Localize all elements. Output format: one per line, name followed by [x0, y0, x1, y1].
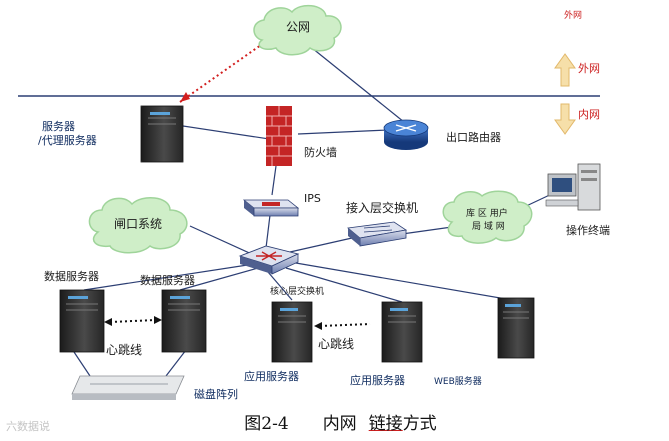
data-server-2-label: 数据服务器: [140, 274, 195, 287]
caption-text-a: 内网: [322, 414, 357, 434]
firewall-icon: [266, 106, 292, 166]
outer-inner-arrow: [554, 53, 576, 135]
public-net-cloud: [253, 4, 342, 56]
app-server-2-icon: [381, 301, 423, 363]
heartbeat-link-2: [314, 322, 371, 330]
egress-router-label: 出口路由器: [446, 131, 501, 144]
gate-system-cloud: [88, 197, 188, 254]
lan-cloud: [442, 190, 533, 244]
server-label: 服务器: [42, 120, 75, 133]
outer-net-label: 外网: [578, 62, 600, 75]
connection-lines: [73, 47, 557, 377]
access-switch-label: 接入层交换机: [346, 201, 419, 215]
public-net-label: 公网: [286, 20, 311, 34]
data-server-1-icon: [59, 289, 105, 353]
gate-system-label: 闸口系统: [114, 217, 163, 231]
router-icon: [383, 119, 429, 150]
access-switch-icon: [347, 221, 408, 247]
web-server-icon: [497, 297, 535, 359]
data-server-2-icon: [161, 289, 207, 353]
firewall-label: 防火墙: [304, 146, 337, 159]
disk-array-label: 磁盘阵列: [194, 388, 238, 401]
outer-net-top-label: 外网: [564, 11, 583, 21]
terminal-label: 操作终端: [566, 224, 610, 237]
heartbeat-2-label: 心跳线: [318, 337, 355, 351]
caption-text-c: 方式: [402, 414, 437, 434]
heartbeat-1-label: 心跳线: [106, 343, 143, 357]
figure-number: 图2-4: [244, 414, 289, 434]
caption-text-b: 链接: [368, 414, 403, 434]
inner-net-label: 内网: [578, 108, 600, 121]
watermark: 六数据说: [6, 420, 50, 433]
lan-label-line2: 局 域 网: [472, 222, 505, 232]
data-server-1-label: 数据服务器: [44, 270, 99, 283]
app-server-2-label: 应用服务器: [350, 374, 405, 387]
proxy-server-label: /代理服务器: [38, 134, 97, 147]
heartbeat-link-1: [104, 316, 162, 326]
core-switch-icon: [238, 245, 300, 275]
ips-device-icon: [242, 199, 300, 217]
lan-label-line1: 库 区 用户: [466, 209, 508, 219]
proxy-server-icon: [140, 105, 184, 163]
vpn-link: [179, 39, 269, 103]
app-server-1-label: 应用服务器: [244, 370, 299, 383]
disk-array-icon: [71, 375, 185, 400]
terminal-icon: [545, 163, 601, 211]
figure-caption: 图2-4 内网链接方式: [0, 409, 669, 434]
web-server-label: WEB服务器: [434, 377, 482, 387]
core-switch-label: 核心层交换机: [270, 287, 325, 297]
ips-label: IPS: [304, 192, 321, 205]
app-server-1-icon: [271, 301, 313, 363]
